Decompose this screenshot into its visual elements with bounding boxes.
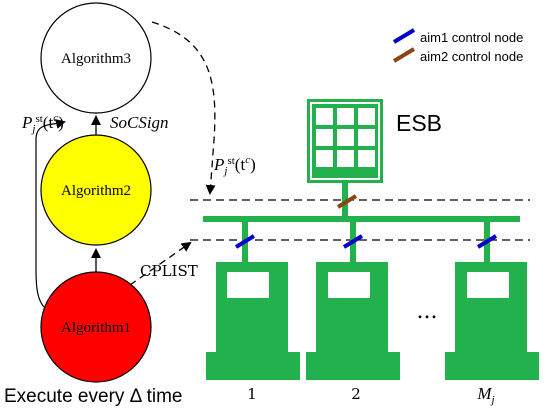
signal-p-label-mid: Pjst(tc) <box>213 154 256 177</box>
algorithm1-label: Algorithm1 <box>61 320 131 336</box>
station-mj-screen <box>467 272 509 298</box>
charging-station-2 <box>306 222 400 380</box>
algorithm2-node: Algorithm2 <box>40 134 152 246</box>
charging-station-mj <box>445 222 539 380</box>
signal-p-label-left: Pjst(tc) <box>21 112 64 135</box>
aim1-legend-icon <box>392 28 416 44</box>
aim2-legend-icon <box>392 47 416 63</box>
execute-caption: Execute every Δ time <box>4 386 183 407</box>
station-2-screen <box>328 272 370 298</box>
esb-label: ESB <box>396 110 442 136</box>
charging-station-1 <box>206 222 300 380</box>
aim2-legend-label: aim2 control node <box>420 49 523 64</box>
station-2-base <box>306 352 400 380</box>
esb-server <box>307 99 383 183</box>
station-label-1: 1 <box>247 385 257 403</box>
algorithm3-label: Algorithm3 <box>61 51 131 67</box>
arrow-alg3-to-bus <box>151 21 216 195</box>
algorithm2-label: Algorithm2 <box>61 183 131 199</box>
cplist-label: CPLIST <box>140 262 198 280</box>
aim1-legend-label: aim1 control node <box>420 30 523 45</box>
legend: aim1 control node aim2 control node <box>392 28 523 64</box>
aim1-control-node-station-2 <box>342 234 364 249</box>
aim1-control-node-station-mj <box>476 234 498 249</box>
aim1-control-node-station-1 <box>234 234 256 249</box>
algorithm1-node: Algorithm1 <box>40 271 152 383</box>
main-bus-bar <box>203 216 520 222</box>
station-1-base <box>206 352 300 380</box>
esb-server-inner-border <box>310 102 380 180</box>
arrow-alg1-to-alg3-loop <box>35 119 66 308</box>
algorithm3-node: Algorithm3 <box>40 2 152 114</box>
stations-ellipsis: ... <box>417 299 438 324</box>
soc-sign-label: SoCSign <box>110 113 169 132</box>
station-mj-base <box>445 352 539 380</box>
algorithm3-circle <box>40 2 152 114</box>
station-label-2: 2 <box>351 385 361 403</box>
station-label-mj: Mj <box>476 384 494 406</box>
esb-server-grid <box>316 108 375 167</box>
aim2-control-node-esb <box>336 194 358 209</box>
arrow-alg1-to-bus <box>129 241 192 286</box>
station-1-screen <box>227 272 269 298</box>
